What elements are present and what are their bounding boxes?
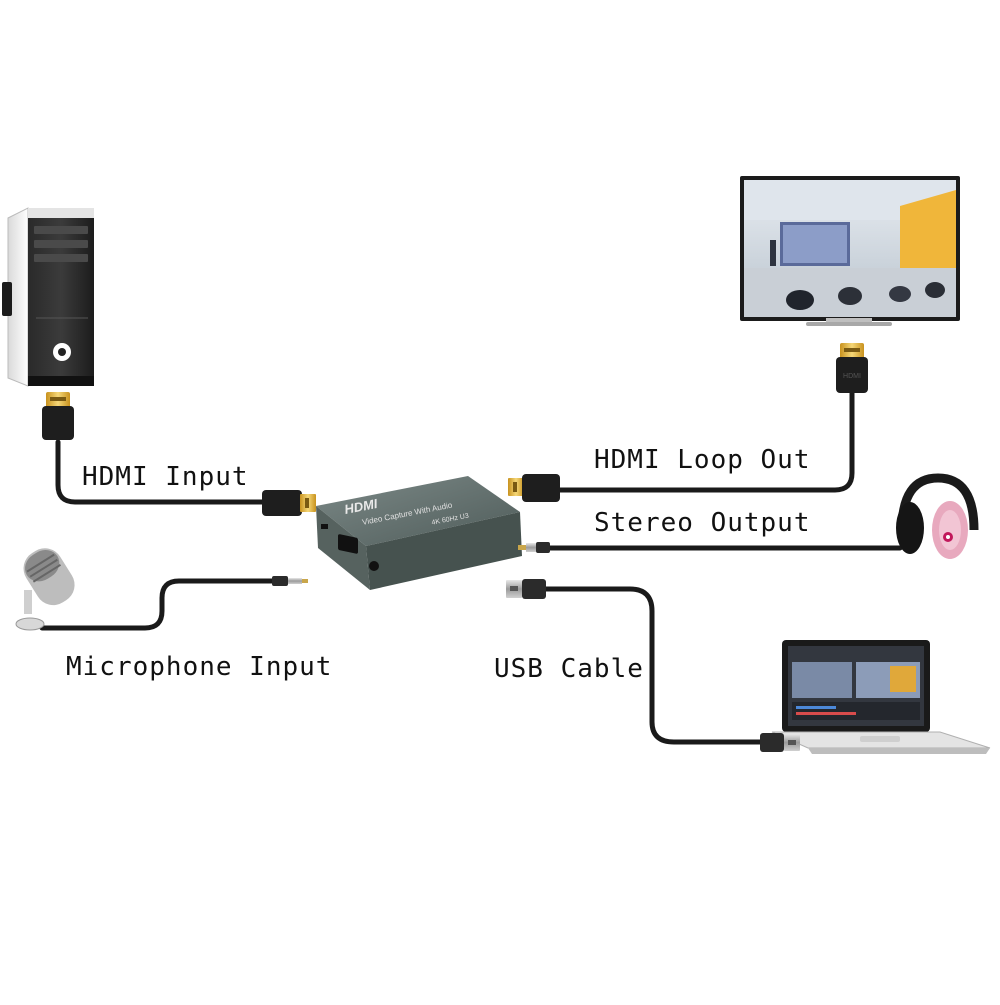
hdmi-loop-out-cable bbox=[555, 389, 855, 493]
hdmi-plug-input-icon bbox=[262, 490, 316, 516]
cables bbox=[39, 389, 903, 745]
laptop-icon bbox=[771, 640, 991, 754]
hdmi-plug-pc-icon bbox=[42, 392, 74, 440]
hdmi-plug-tv-icon: HDMI bbox=[836, 343, 868, 393]
device-logo: HDMI bbox=[343, 496, 379, 517]
hdmi-input-cable bbox=[55, 439, 265, 505]
svg-text:HDMI: HDMI bbox=[843, 373, 861, 380]
microphone-cable bbox=[39, 578, 275, 631]
hdmi-input-label: HDMI Input bbox=[82, 462, 249, 492]
microphone-input-label: Microphone Input bbox=[66, 652, 333, 682]
stereo-output-label: Stereo Output bbox=[594, 508, 811, 538]
pc-tower-icon bbox=[2, 207, 94, 387]
stereo-jack-icon bbox=[518, 542, 550, 553]
hdmi-plug-loop-out-icon bbox=[508, 474, 560, 502]
microphone-icon bbox=[15, 548, 75, 631]
capture-device-icon: HDMI Video Capture With Audio 4K 60Hz U3 bbox=[316, 476, 522, 590]
usb-cable bbox=[542, 586, 763, 745]
headphones-icon bbox=[896, 473, 979, 559]
tv-icon bbox=[740, 176, 960, 326]
mic-jack-icon bbox=[272, 576, 308, 586]
hdmi-loop-out-label: HDMI Loop Out bbox=[594, 445, 811, 475]
usb-plug-laptop-icon bbox=[760, 733, 800, 752]
usb-cable-label: USB Cable bbox=[494, 654, 644, 684]
usb-plug-device-icon bbox=[506, 579, 546, 599]
